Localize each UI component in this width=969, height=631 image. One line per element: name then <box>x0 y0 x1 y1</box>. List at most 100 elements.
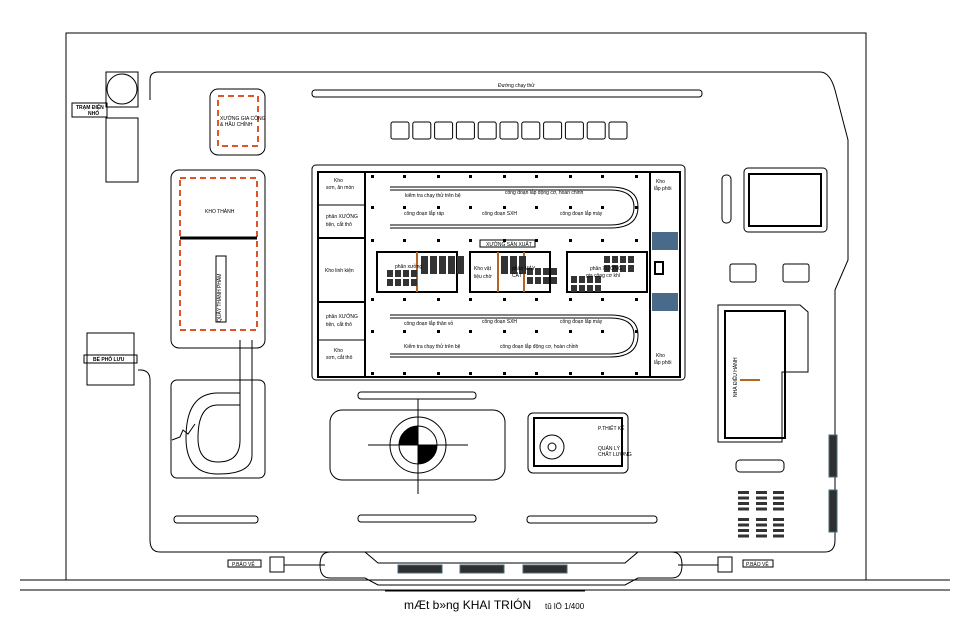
column <box>469 330 472 333</box>
bottom-bar-left <box>173 515 259 524</box>
bay-3-label-1: phân XƯỞNG <box>590 265 622 272</box>
bike-rack <box>756 523 767 527</box>
bike-rack <box>773 496 784 500</box>
column <box>371 239 374 242</box>
upper-line-label-4: công đoạn SXH <box>482 211 517 217</box>
machine <box>543 268 549 275</box>
machine <box>587 285 593 292</box>
column <box>535 239 538 242</box>
machine <box>612 265 618 272</box>
bike-rack <box>773 523 784 527</box>
bike-parking <box>738 491 784 538</box>
column <box>569 372 572 375</box>
machine <box>421 256 428 274</box>
column <box>635 175 638 178</box>
column <box>469 298 472 301</box>
column <box>503 298 506 301</box>
bay-2-label-1: Kho vật <box>474 266 492 272</box>
internal-road <box>138 71 849 553</box>
left-room-3: Kho linh kiện <box>325 268 354 274</box>
machine <box>612 256 618 263</box>
guard-box-right <box>717 556 733 573</box>
test-loop-break <box>171 423 196 441</box>
finished-goods-label: QUẦY THÀNH PHẨM <box>216 274 223 322</box>
bay-2-label-2: liệu chờ <box>474 274 492 280</box>
production-label: XƯỞNG SẢN XUẤT <box>486 241 532 248</box>
test-loop-track <box>185 340 253 475</box>
machine <box>579 276 585 283</box>
column <box>635 372 638 375</box>
parking-space <box>455 121 475 140</box>
lower-line-label-4: Kiểm tra chạy thử trên bệ <box>404 343 461 350</box>
guard-box-left <box>269 556 285 573</box>
bike-rack <box>738 496 749 500</box>
transformer-circle <box>106 73 138 105</box>
lower-line-label-1: công đoạn lắp thân vỏ <box>404 320 453 327</box>
bike-rack <box>738 502 749 505</box>
design-building <box>533 417 623 467</box>
bike-rack <box>756 529 767 532</box>
machine <box>620 265 626 272</box>
parking-space <box>412 121 432 140</box>
machine <box>430 256 437 274</box>
mechanic-workshop-outline <box>209 88 266 156</box>
bike-rack <box>773 534 784 538</box>
bottom-bar-mid <box>526 515 658 524</box>
transformer-box <box>105 71 139 108</box>
quality-room-label-1: QUẢN LÝ <box>598 445 621 452</box>
column <box>601 330 604 333</box>
machine <box>551 277 557 284</box>
bike-rack <box>773 529 784 532</box>
transformer-label-2: NHỎ <box>88 110 99 117</box>
bike-rack <box>773 518 784 521</box>
fuel-tank-label-box <box>83 354 138 364</box>
column <box>371 298 374 301</box>
bike-rack <box>773 502 784 505</box>
fuel-tank-label: BỂ PHỐ LƯU <box>93 356 125 363</box>
drawing-scale: tû lÖ 1/400 <box>545 602 585 611</box>
column <box>503 206 506 209</box>
utility-box-1 <box>729 263 757 283</box>
fuel-tank-box <box>86 332 135 386</box>
column <box>437 330 440 333</box>
bike-rack <box>756 518 767 521</box>
column <box>535 175 538 178</box>
right-room-2-a: Kho <box>656 353 665 359</box>
bay-2-label-4: CẮT <box>512 271 522 279</box>
left-room-5-a: Kho <box>334 348 343 354</box>
bike-rack <box>738 529 749 532</box>
bike-rack <box>756 496 767 500</box>
transformer-building <box>105 117 139 183</box>
office-label: NHÀ ĐIỀU HÀNH <box>732 357 739 397</box>
machine <box>439 256 446 274</box>
column <box>503 330 506 333</box>
test-loop-outline <box>170 379 266 479</box>
production-label-box <box>479 239 536 248</box>
main-building-walls <box>317 171 681 378</box>
machine <box>620 256 626 263</box>
utility-box-2 <box>782 263 810 283</box>
machine <box>395 270 401 277</box>
guard-label-right: P.BẢO VỆ <box>746 560 769 568</box>
machine <box>527 277 533 284</box>
bike-rack <box>738 507 749 511</box>
office-building <box>724 310 786 439</box>
machine <box>403 270 409 277</box>
machine <box>543 277 549 284</box>
column <box>403 372 406 375</box>
machine <box>403 279 409 286</box>
machine <box>395 279 401 286</box>
upper-line-label-1: kiểm tra chạy thử trên bệ <box>405 192 461 199</box>
warehouse-outline <box>170 169 266 349</box>
bay-2 <box>469 251 551 293</box>
lower-line-label-3: công đoạn lắp máy <box>560 318 603 325</box>
upper-line-label-5: công đoạn lắp máy <box>560 210 603 217</box>
column <box>437 372 440 375</box>
transformer-label-1: TRẠM ĐIỆN <box>76 103 104 111</box>
column <box>569 175 572 178</box>
bike-rack <box>773 507 784 511</box>
bike-rack <box>756 534 767 538</box>
site-boundary <box>65 32 867 580</box>
parking-spaces <box>390 121 628 140</box>
machine <box>571 285 577 292</box>
